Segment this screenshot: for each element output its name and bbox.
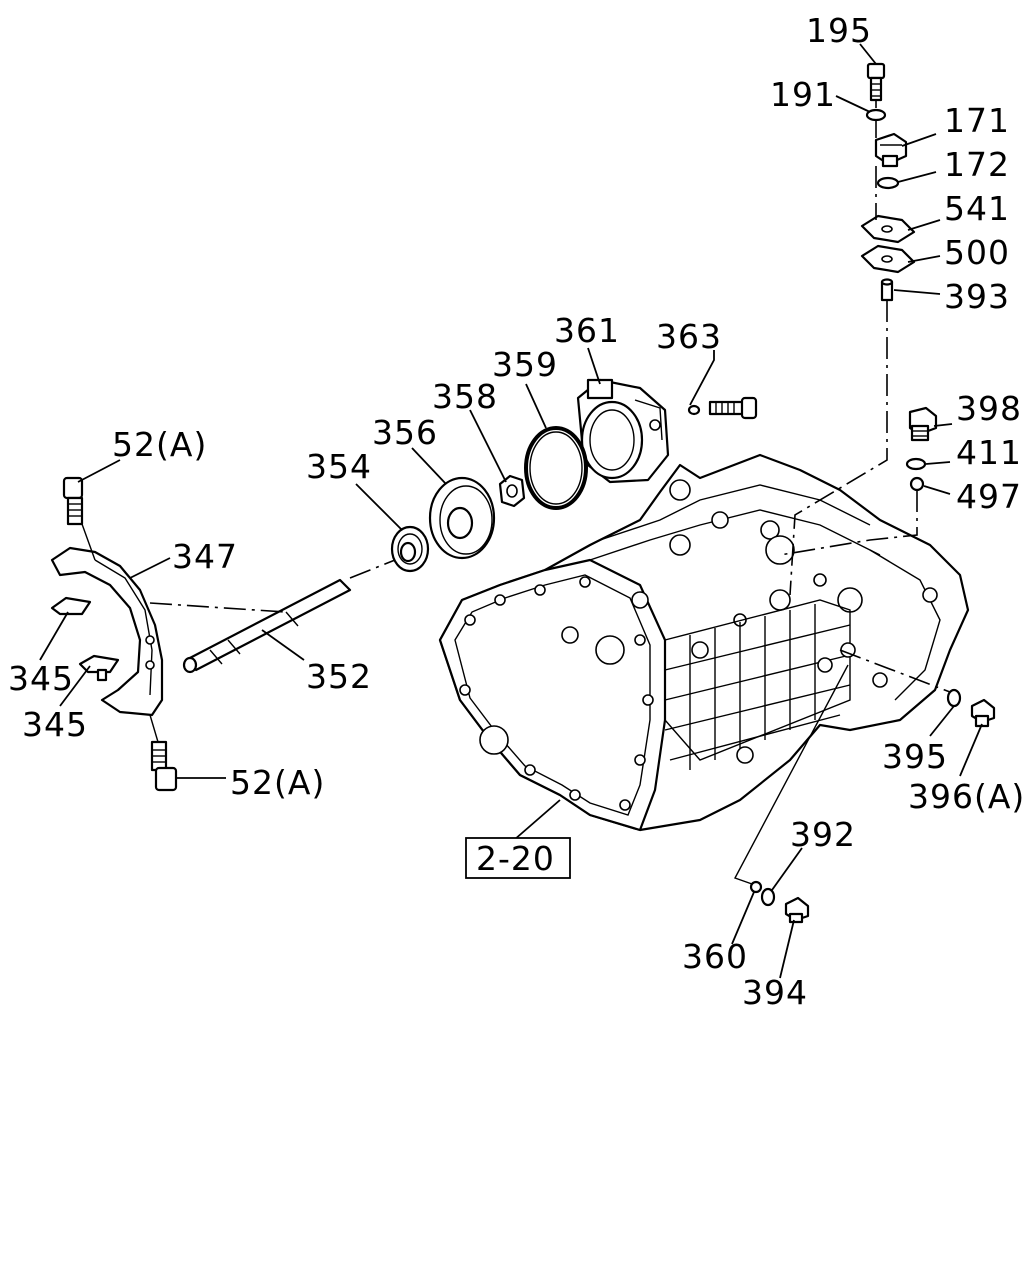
leader-lines [39,43,983,979]
callout-363: 363 [656,317,722,356]
o-ring-359 [524,426,588,510]
callout-398: 398 [956,389,1022,428]
bolt-52a-bottom [150,740,178,792]
callout-171: 171 [944,101,1010,140]
piston-356 [428,476,496,560]
callout-395: 395 [882,737,948,776]
bolt-363 [687,396,758,420]
callout-411: 411 [956,433,1022,472]
reference-box: 2-20 [465,837,571,879]
callout-396a: 396(A) [908,777,1024,816]
callout-352: 352 [306,657,372,696]
callout-354: 354 [306,447,372,486]
gasket-500 [860,244,916,274]
callout-191: 191 [770,75,836,114]
callout-347: 347 [172,537,238,576]
callout-345-a: 345 [8,659,74,698]
ball-360 [749,880,763,894]
bolt-195 [866,62,886,102]
bracket-541 [860,214,916,244]
callout-labels: 195 191 171 172 541 500 393 398 411 497 … [8,11,1024,1012]
cylinder-housing-361 [576,378,670,484]
shift-cylinder-parts [349,378,758,579]
top-sensor-stack [779,62,938,596]
shift-fork-assembly [50,476,352,792]
bolt-52a-top [62,476,84,526]
callout-172: 172 [944,145,1010,184]
ball-497 [909,476,925,492]
pad-345-b [78,654,120,682]
pad-345-a [50,596,92,616]
switch-171 [874,132,908,168]
callout-345-b: 345 [22,705,88,744]
callout-358: 358 [432,377,498,416]
callout-361: 361 [554,311,620,350]
callout-360: 360 [682,937,748,976]
o-ring-172 [876,176,900,190]
callout-394: 394 [742,973,808,1012]
callout-195: 195 [806,11,872,50]
pin-393 [880,278,894,302]
plug-396a [970,698,996,728]
reference-label: 2-20 [476,839,555,878]
o-ring-392 [760,887,776,907]
transmission-case [438,453,970,832]
callout-52a-top: 52(A) [112,425,207,464]
shift-rod-352 [182,578,352,674]
switch-398 [908,406,938,442]
shift-fork-347 [50,546,164,717]
callout-359: 359 [492,345,558,384]
nut-358 [498,474,526,508]
side-plug-parts [734,649,996,924]
callout-392: 392 [790,815,856,854]
callout-393: 393 [944,277,1010,316]
callout-500: 500 [944,233,1010,272]
callout-52a-bottom: 52(A) [230,763,325,802]
callout-541: 541 [944,189,1010,228]
seal-354 [390,525,430,573]
o-ring-411 [905,457,927,471]
callout-497: 497 [956,477,1022,516]
callout-356: 356 [372,413,438,452]
plug-394 [784,896,810,924]
o-ring-359-inner [529,431,583,505]
